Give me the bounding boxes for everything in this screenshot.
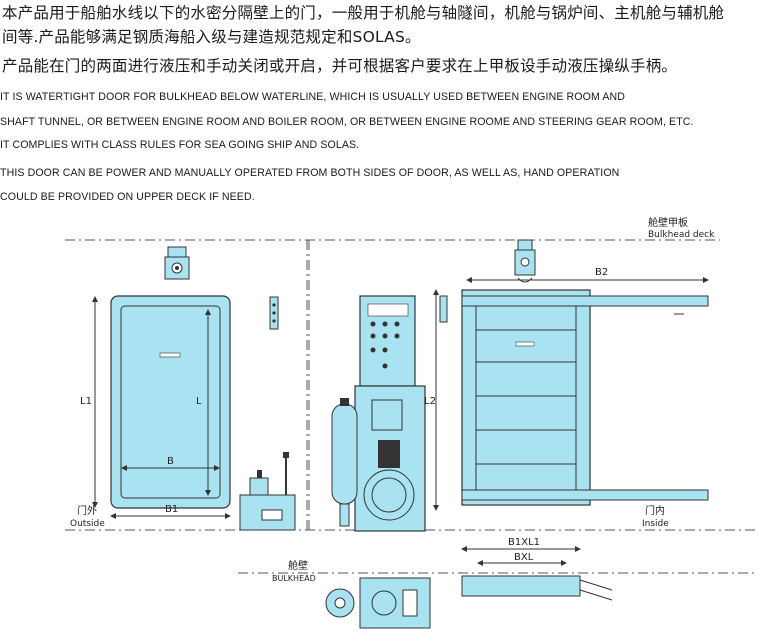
door-outside-view <box>110 295 231 509</box>
accumulator-tank <box>331 398 358 527</box>
dim-b1-label: B1 <box>165 504 178 515</box>
dim-b-label: B <box>167 456 174 467</box>
inside-en-label: Inside <box>642 519 669 529</box>
cn-line-3: 产品能在门的两面进行液压和手动关闭或开启，并可根据客户要求在上甲板设手动液压操纵… <box>2 57 678 75</box>
door-rails <box>461 295 709 501</box>
inside-cn-label: 门内 <box>645 504 665 517</box>
side-view-control-panel <box>359 295 416 387</box>
dim-b2-label: B2 <box>595 267 608 278</box>
door-inside-view <box>461 289 591 506</box>
outside-handle-box <box>269 296 279 330</box>
deck-control-box-left <box>164 246 190 280</box>
side-view-door-column <box>354 385 426 532</box>
dim-l-label: L <box>196 396 202 407</box>
cn-line-1: 本产品用于船舶水线以下的水密分隔壁上的门，一般用于机舱与轴隧间，机舱与锅炉间、主… <box>2 4 725 22</box>
hydraulic-pump-unit-left <box>239 452 296 531</box>
en-line-4: THIS DOOR CAN BE POWER AND MANUALLY OPER… <box>0 167 620 179</box>
cn-line-2: 间等.产品能够满足钢质海船入级与建造规范规定和SOLAS。 <box>2 28 421 46</box>
dim-l1-label: L1 <box>80 396 92 407</box>
deck-control-box-right <box>514 239 536 283</box>
en-line-1: IT IS WATERTIGHT DOOR FOR BULKHEAD BELOW… <box>0 91 626 103</box>
en-line-3: IT COMPLIES WITH CLASS RULES FOR SEA GOI… <box>0 139 360 151</box>
outside-en-label: Outside <box>70 519 105 529</box>
dim-b1xl1-label: B1XL1 <box>508 537 540 548</box>
outside-cn-label: 门外 <box>77 504 97 517</box>
bulkhead-en-label: BULKHEAD <box>272 574 316 583</box>
bulkhead-cn-label: 舱壁 <box>288 559 308 572</box>
bulkhead-deck-cn-label: 舱壁甲板 <box>648 216 688 229</box>
en-line-2: SHAFT TUNNEL, OR BETWEEN ENGINE ROOM AND… <box>0 116 694 128</box>
side-small-box <box>439 295 448 323</box>
dim-l2-label: L2 <box>424 396 436 407</box>
plan-view-door <box>461 575 613 601</box>
dim-bxl-label: BXL <box>514 552 534 563</box>
plan-view-mechanism <box>325 577 431 629</box>
en-line-5: COULD BE PROVIDED ON UPPER DECK IF NEED. <box>0 191 255 203</box>
bulkhead-deck-en-label: Bulkhead deck <box>648 230 715 240</box>
